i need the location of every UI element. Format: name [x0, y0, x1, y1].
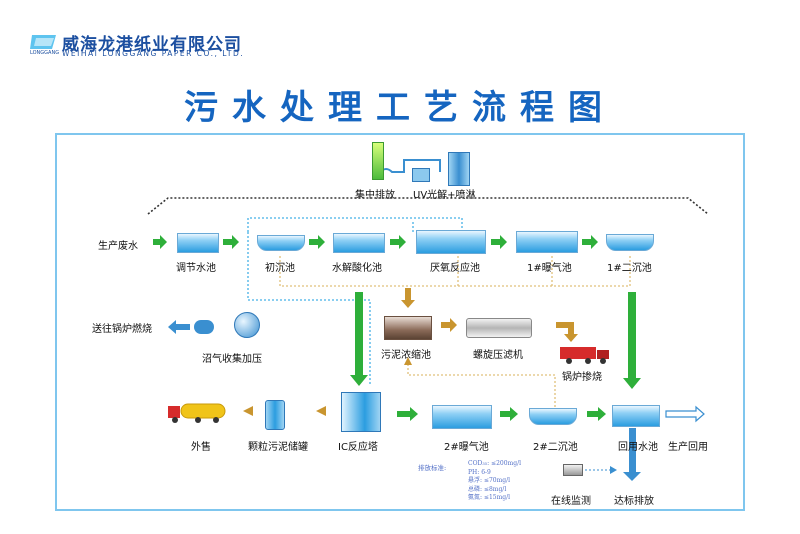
label-reuse-tank: 回用水池	[618, 442, 658, 453]
standards-list: COD₃₅: ≤200mg/l PH: 6-9 悬浮: ≤70mg/l 总磷: …	[468, 460, 521, 503]
sale-truck	[168, 402, 226, 424]
secondary-settle-2	[529, 408, 577, 425]
standard-row: PH: 6-9	[468, 468, 491, 476]
label-aeration1: 1#曝气池	[527, 263, 572, 274]
label-waste-water: 生产废水	[98, 241, 138, 252]
hydrolysis-tank	[333, 233, 385, 253]
diagram-frame	[55, 133, 745, 511]
label-biogas: 沼气收集加压	[202, 354, 262, 365]
top-bracket	[147, 197, 709, 215]
standard-row: 氨氮: ≤15mg/l	[468, 494, 511, 502]
standard-row: 悬浮: ≤70mg/l	[468, 477, 511, 485]
label-secondary1: 1#二沉池	[607, 263, 652, 274]
sludge-arrows	[243, 288, 578, 416]
label-granular-sludge: 颗粒污泥储罐	[248, 442, 308, 453]
label-aeration2: 2#曝气池	[444, 442, 489, 453]
company-name-en: WEIHAI LONGGANG PAPER CO., LTD.	[62, 49, 245, 58]
label-uv: UV光解+喷淋	[413, 190, 476, 201]
blue-arrows	[168, 320, 705, 481]
bottom-row-arrows	[397, 407, 606, 421]
uv-tower	[448, 152, 470, 186]
logo-icon	[30, 35, 56, 49]
label-gas-collect: 集中排放	[355, 190, 395, 201]
main-row-arrows	[153, 235, 598, 249]
reuse-tank	[612, 405, 660, 427]
uv-pipe	[379, 159, 441, 173]
primary-settle-tank	[257, 235, 305, 251]
label-boiler-mix: 锅炉掺烧	[562, 372, 602, 383]
label-anoxic: 厌氧反应池	[430, 263, 480, 274]
label-boiler-burn: 送往锅炉燃烧	[92, 324, 152, 335]
aeration-tank-1	[516, 231, 578, 253]
vertical-green-arrows	[350, 292, 641, 389]
label-discharge: 达标排放	[614, 496, 654, 507]
biogas-pump	[194, 320, 214, 334]
aeration-tank-2	[432, 405, 492, 429]
standard-row: COD₃₅: ≤200mg/l	[468, 460, 522, 467]
label-secondary2: 2#二沉池	[533, 442, 578, 453]
boiler-truck	[560, 344, 610, 364]
sludge-dotted-lines	[279, 256, 631, 408]
standards-label: 排放标准:	[418, 464, 447, 472]
label-sludge-thicken: 污泥浓缩池	[381, 350, 431, 361]
company-name: 威海龙港纸业有限公司	[62, 35, 242, 55]
logo-subtext: LONGGANG	[30, 50, 60, 56]
standard-row: 总磷: ≤8mg/l	[468, 485, 507, 493]
emission-stack	[372, 142, 384, 180]
tanker-truck-icon	[168, 403, 226, 423]
biogas-dotted-lines	[247, 217, 463, 385]
label-primary-settle: 初沉池	[265, 263, 295, 274]
label-ic-tower: IC反应塔	[338, 442, 378, 453]
label-adjust-tank: 调节水池	[176, 263, 216, 274]
ic-tower	[341, 392, 381, 432]
uv-box	[412, 168, 430, 182]
truck-icon	[560, 347, 609, 364]
label-sale: 外售	[191, 442, 211, 453]
sludge-thicken-tank	[384, 316, 432, 340]
sludge-up-arrow	[404, 357, 412, 365]
anoxic-tank	[416, 230, 486, 254]
label-screw-press: 螺旋压滤机	[473, 350, 523, 361]
adjust-tank	[177, 233, 219, 253]
company-logo	[30, 33, 58, 51]
screw-press	[466, 318, 532, 338]
label-online-monitor: 在线监测	[551, 496, 591, 507]
granular-sludge-tank	[265, 400, 285, 430]
label-production-reuse: 生产回用	[668, 442, 708, 453]
page-title: 污水处理工艺流程图	[184, 88, 616, 128]
label-hydrolysis: 水解酸化池	[332, 263, 382, 274]
secondary-settle-1	[606, 234, 654, 251]
online-monitor-device	[563, 464, 583, 476]
biogas-sphere	[234, 312, 260, 338]
